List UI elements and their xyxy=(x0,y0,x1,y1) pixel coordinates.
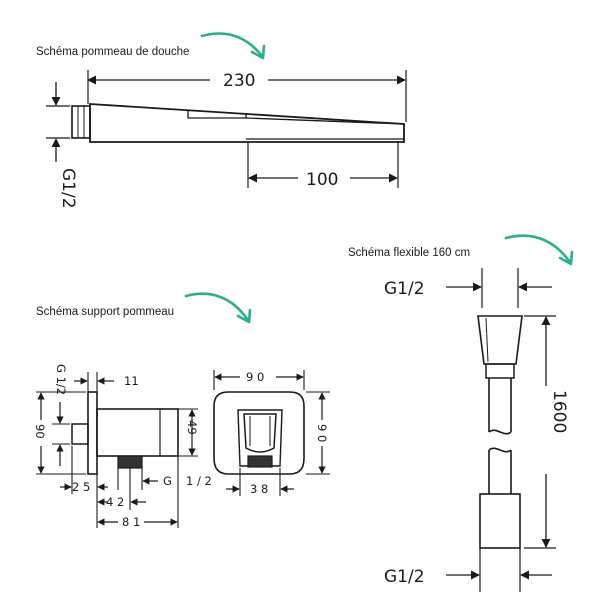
holder-inlet xyxy=(71,423,89,445)
outlet-g-value: 1 / 2 xyxy=(186,474,212,488)
dimension-25: 2 5 xyxy=(72,480,90,494)
holder-front-outlet xyxy=(247,455,273,468)
hose-lower-tube xyxy=(488,450,512,494)
outlet-g-label: G xyxy=(163,474,172,488)
teal-arrow-holder-tip xyxy=(236,308,252,324)
caption-shower-head: Schéma pommeau de douche xyxy=(36,46,189,58)
teal-arrow-hose xyxy=(504,234,572,264)
dimension-11: 11 xyxy=(124,374,139,388)
hose-top-cone-rib xyxy=(485,317,489,363)
dimension-81: 8 1 xyxy=(122,515,140,529)
holder-block xyxy=(96,408,179,457)
teal-arrow-head-tip xyxy=(250,44,266,60)
teal-arrow-holder xyxy=(184,292,250,322)
dimension-42: 4 2 xyxy=(106,495,124,509)
hose-break-bottom xyxy=(488,447,512,453)
dimension-100: 100 xyxy=(306,170,338,190)
hose-schematic: Schéma flexible 160 cm G1/2 1600 G1/2 xyxy=(348,234,574,592)
thread-g12-hose-bottom: G1/2 xyxy=(384,567,425,587)
dimension-1600: 1600 xyxy=(549,390,569,433)
shower-head-step xyxy=(187,110,247,119)
teal-arrow-head xyxy=(200,32,264,58)
teal-arrow-hose-tip xyxy=(558,250,574,266)
shower-head-connector xyxy=(71,105,91,139)
shower-head-plate-line xyxy=(245,117,405,125)
thread-g12-holder: G 1/2 xyxy=(54,364,68,395)
hose-upper-tube xyxy=(488,378,512,432)
thread-g12-hose-top: G1/2 xyxy=(384,279,425,299)
hose-top-collar xyxy=(485,363,515,379)
holder-front-plate xyxy=(213,391,305,475)
shower-head-schematic: Schéma pommeau de douche 230 G1/2 100 xyxy=(36,32,407,209)
hose-break-top xyxy=(488,429,512,435)
thread-g12-head: G1/2 xyxy=(58,168,78,209)
holder-flange xyxy=(87,391,98,475)
dimension-38: 3 8 xyxy=(250,482,268,496)
holder-schematic: Schéma support pommeau G 1/2 11 90 49 xyxy=(33,292,330,529)
hose-top-cone xyxy=(477,315,523,365)
dimension-90-front-height: 9 0 xyxy=(315,424,329,442)
holder-outlet xyxy=(117,455,143,469)
holder-front-cup xyxy=(243,413,277,453)
shower-head-body xyxy=(89,103,405,143)
dimension-49: 49 xyxy=(185,420,199,435)
hose-bottom-fitting xyxy=(479,493,521,549)
caption-hose: Schéma flexible 160 cm xyxy=(348,247,470,259)
holder-front-inner xyxy=(237,409,283,467)
dimension-90-front-width: 9 0 xyxy=(246,370,264,384)
dimension-230: 230 xyxy=(223,71,255,91)
dimension-90-side: 90 xyxy=(33,424,47,439)
caption-holder: Schéma support pommeau xyxy=(36,306,174,318)
